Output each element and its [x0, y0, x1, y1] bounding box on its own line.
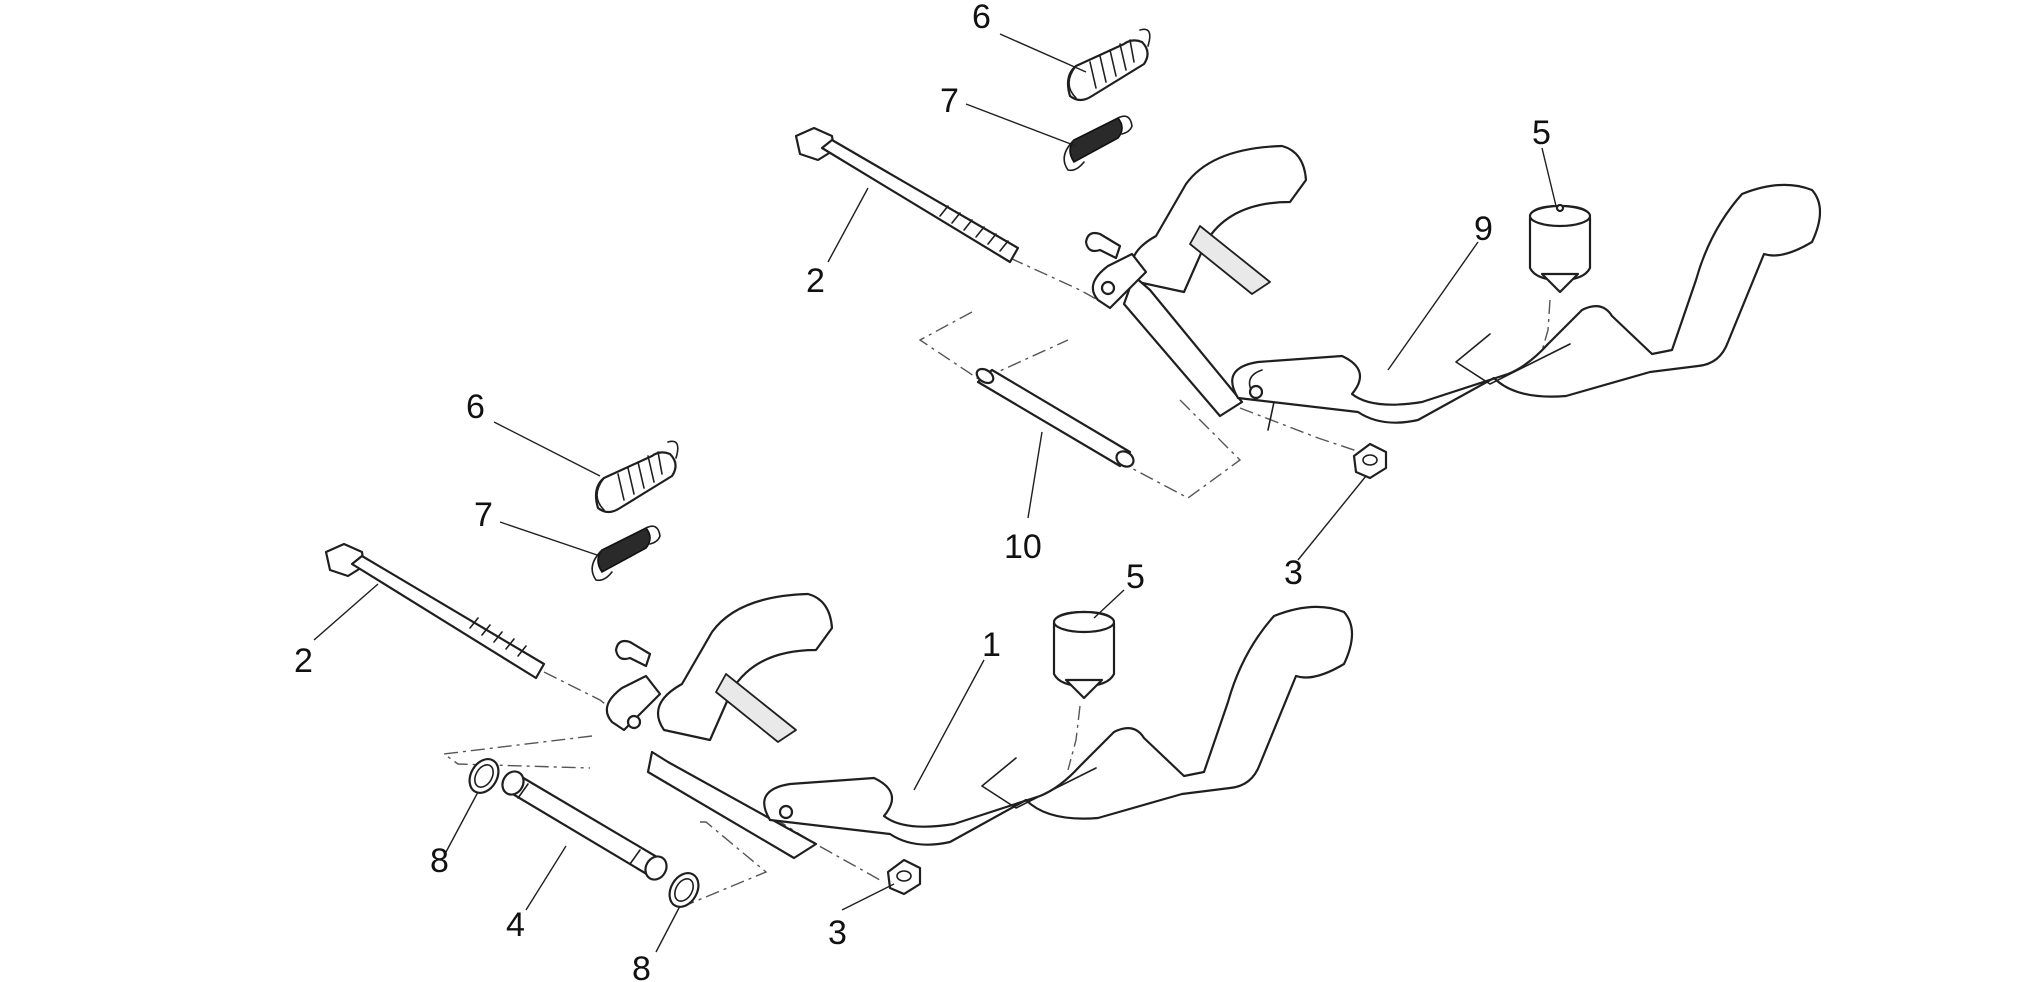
- top-nut: [1352, 442, 1388, 480]
- washer-right: [668, 872, 700, 908]
- callout-washer-right: 8: [632, 950, 651, 982]
- callout-top-spring-small: 7: [940, 82, 959, 120]
- bottom-bolt: [324, 542, 546, 680]
- callout-top-bumper: 5: [1532, 114, 1551, 152]
- callout-bushing: 4: [506, 906, 525, 944]
- top-bumper: [1528, 203, 1592, 294]
- pin: [975, 367, 1135, 468]
- callout-pin: 10: [1004, 528, 1042, 566]
- callout-bottom-spring-large: 6: [466, 388, 485, 426]
- top-spring-small: [1063, 115, 1133, 172]
- callout-top-bolt: 2: [806, 262, 825, 300]
- callout-numbers: 6 7 2 5 9 10 3 6 7 2 5 1 3 8 4 8: [294, 0, 1551, 982]
- callout-top-stand: 9: [1474, 210, 1493, 248]
- washer-left: [468, 758, 500, 794]
- top-stand: [1084, 144, 1822, 431]
- bushing: [501, 770, 668, 881]
- bottom-bumper: [1052, 610, 1116, 700]
- callout-top-spring-large: 6: [972, 0, 991, 36]
- callout-bottom-bumper: 5: [1126, 558, 1145, 596]
- bottom-spring-large: [594, 440, 679, 514]
- leader-lines: [313, 33, 1557, 953]
- callout-bottom-bolt: 2: [294, 642, 313, 680]
- bottom-assembly-guides: [442, 671, 1081, 907]
- callout-washer-left: 8: [430, 842, 449, 880]
- bottom-nut: [886, 858, 922, 896]
- callout-bottom-stand: 1: [982, 626, 1001, 664]
- bottom-spring-small: [591, 525, 661, 582]
- callout-bottom-nut: 3: [828, 914, 847, 952]
- top-bolt: [794, 126, 1020, 264]
- callout-bottom-spring-small: 7: [474, 496, 493, 534]
- top-assembly-guides: [918, 257, 1551, 499]
- bottom-stand: [605, 592, 1354, 860]
- top-spring-large: [1066, 28, 1151, 102]
- callout-top-nut: 3: [1284, 554, 1303, 592]
